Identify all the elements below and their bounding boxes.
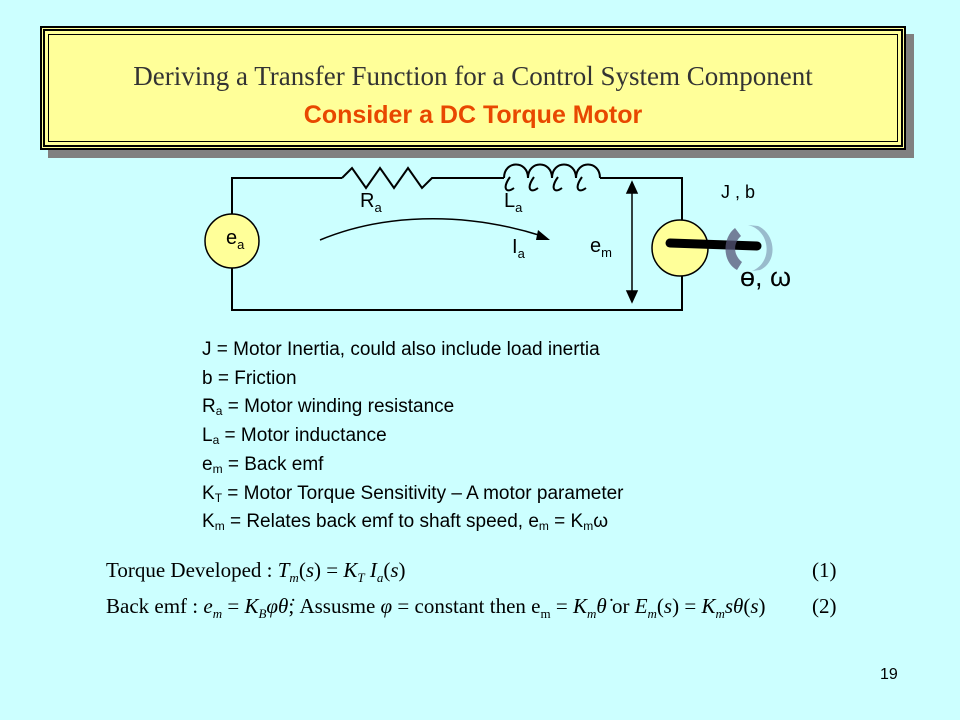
equation-number-1: (1) <box>812 558 837 582</box>
definition-line: J = Motor Inertia, could also include lo… <box>202 339 600 360</box>
source-label: ea <box>226 227 245 252</box>
current-arrowhead <box>536 230 550 240</box>
current-arrow <box>319 218 543 241</box>
definitions-list: J = Motor Inertia, could also include lo… <box>202 336 624 537</box>
equation-back-emf: Back emf : em = KBφθ̇; Assusme φ = const… <box>106 594 766 622</box>
inductor-loops <box>504 176 587 192</box>
title-box: Deriving a Transfer Function for a Contr… <box>40 26 906 150</box>
rotation-arrow-icon <box>725 225 773 271</box>
inductor-label: La <box>504 190 523 215</box>
definition-line: Ra = Motor winding resistance <box>202 396 455 419</box>
em-arrow <box>625 180 639 304</box>
resistor <box>341 166 504 190</box>
current-label: Ia <box>512 236 525 261</box>
resistor-label: Ra <box>360 190 382 215</box>
back-emf-label: em <box>590 235 612 260</box>
definition-line: KT = Motor Torque Sensitivity – A motor … <box>202 482 624 505</box>
wire-bottom <box>231 266 683 311</box>
inertia-friction-label: J , b <box>721 182 756 202</box>
equation-torque: Torque Developed : Tm(s) = KT Ia(s) <box>106 558 406 586</box>
slide-title: Deriving a Transfer Function for a Contr… <box>133 61 813 91</box>
definition-line: Km = Relates back emf to shaft speed, em… <box>202 511 609 534</box>
definition-line: b = Friction <box>202 367 297 389</box>
definition-line: em = Back emf <box>202 453 324 476</box>
slide-number: 19 <box>880 666 898 683</box>
motor-shaft <box>665 238 762 251</box>
angle-speed-label: ɵ, ω <box>740 262 792 292</box>
definition-line: La = Motor inductance <box>202 425 387 448</box>
source-ea <box>204 213 260 269</box>
slide-subtitle: Consider a DC Torque Motor <box>303 101 643 129</box>
equation-number-2: (2) <box>812 594 837 618</box>
inductor <box>503 163 683 222</box>
